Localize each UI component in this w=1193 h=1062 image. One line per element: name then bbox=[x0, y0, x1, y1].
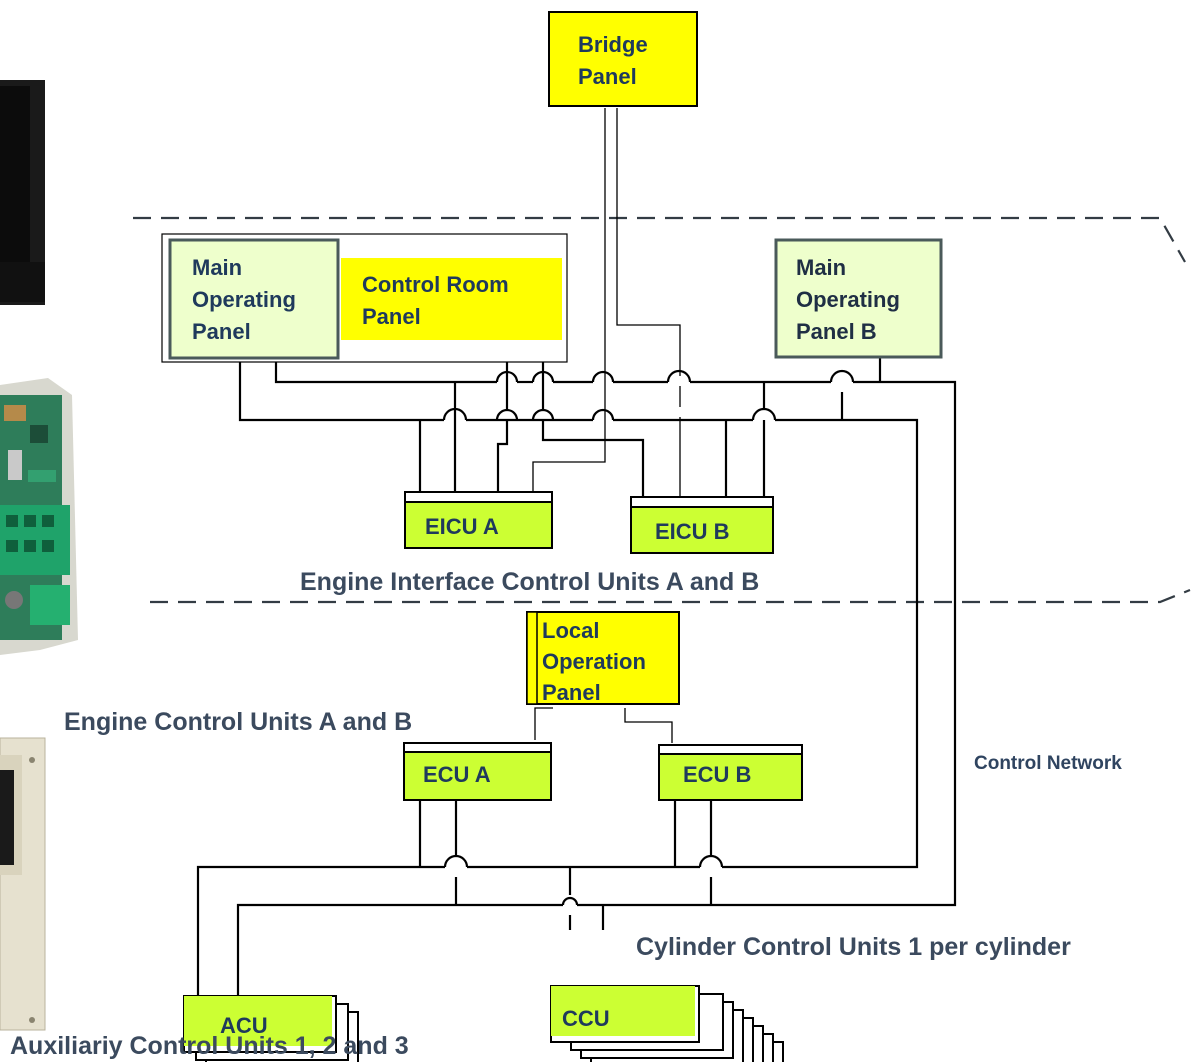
eicu-a-box: EICU A bbox=[405, 492, 552, 548]
main-operating-panel-label-line3: Panel bbox=[192, 319, 251, 344]
main-operating-panel-label-line1: Main bbox=[192, 255, 242, 280]
main-operating-panel-b-box: Main Operating Panel B bbox=[776, 240, 941, 357]
bridge-panel-label-line2: Panel bbox=[578, 64, 637, 89]
ccu-stack: CCU bbox=[551, 986, 783, 1062]
ccu-caption: Cylinder Control Units 1 per cylinder bbox=[636, 933, 1071, 961]
eicu-caption: Engine Interface Control Units A and B bbox=[300, 568, 759, 596]
ecu-a-box: ECU A bbox=[404, 743, 551, 800]
main-operating-panel-b-label-line2: Operating bbox=[796, 287, 900, 312]
main-operating-panel-label-line2: Operating bbox=[192, 287, 296, 312]
local-operation-panel-box: Local Operation Panel bbox=[527, 612, 679, 705]
control-room-panel-box: Control Room Panel bbox=[341, 258, 562, 340]
local-operation-panel-label-line2: Operation bbox=[542, 649, 646, 674]
eicu-a-label: EICU A bbox=[425, 514, 499, 539]
control-network-caption: Control Network bbox=[974, 753, 1122, 774]
ccu-label: CCU bbox=[562, 1006, 610, 1031]
main-operating-panel-box: Main Operating Panel bbox=[170, 240, 338, 358]
eicu-b-label: EICU B bbox=[655, 519, 730, 544]
display-unit-photo bbox=[0, 80, 45, 305]
main-operating-panel-b-label-line3: Panel B bbox=[796, 319, 877, 344]
control-room-panel-label-line1: Control Room bbox=[362, 272, 509, 297]
ecu-b-label: ECU B bbox=[683, 762, 751, 787]
bridge-panel-box: Bridge Panel bbox=[549, 12, 697, 106]
acu-caption: Auxiliariy Control Units 1, 2 and 3 bbox=[10, 1032, 409, 1060]
bridge-panel-label-line1: Bridge bbox=[578, 32, 648, 57]
cabinet-photo bbox=[0, 738, 45, 1030]
eicu-b-box: EICU B bbox=[631, 497, 773, 553]
control-room-panel-label-line2: Panel bbox=[362, 304, 421, 329]
ecu-caption: Engine Control Units A and B bbox=[64, 708, 412, 736]
main-operating-panel-b-label-line1: Main bbox=[796, 255, 846, 280]
local-operation-panel-label-line3: Panel bbox=[542, 680, 601, 705]
local-operation-panel-label-line1: Local bbox=[542, 618, 599, 643]
ecu-b-box: ECU B bbox=[659, 745, 802, 800]
ecu-a-label: ECU A bbox=[423, 762, 491, 787]
circuit-board-photo bbox=[0, 378, 78, 655]
